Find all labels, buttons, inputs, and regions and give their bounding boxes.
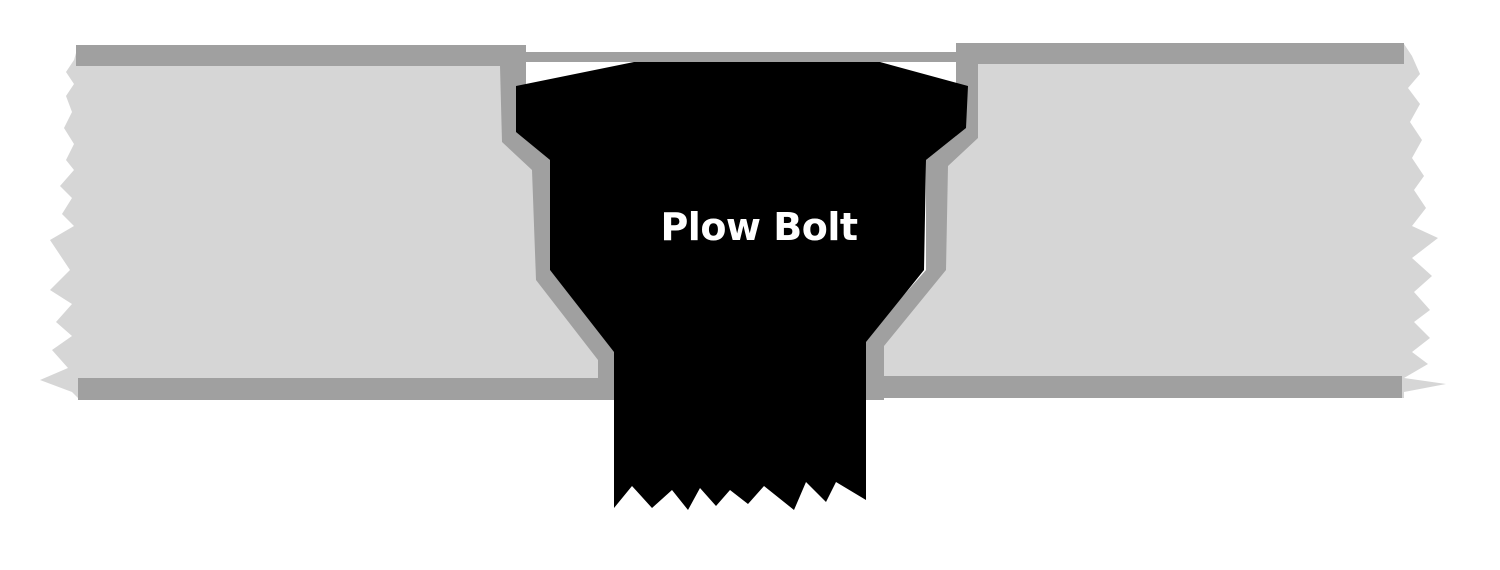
left-plate-bottom-edge (78, 378, 598, 400)
left-plate-body (40, 46, 606, 398)
plow-bolt (516, 62, 968, 510)
right-plate-top-edge (956, 43, 1404, 64)
right-plate-countersink-wall (864, 64, 978, 400)
top-gap-line (524, 52, 958, 62)
right-plate-bottom-edge (884, 376, 1402, 398)
bolt-label: Plow Bolt (660, 205, 857, 249)
right-plate (864, 43, 1446, 400)
right-plate-body (870, 44, 1446, 398)
left-plate-top-edge (76, 45, 526, 66)
